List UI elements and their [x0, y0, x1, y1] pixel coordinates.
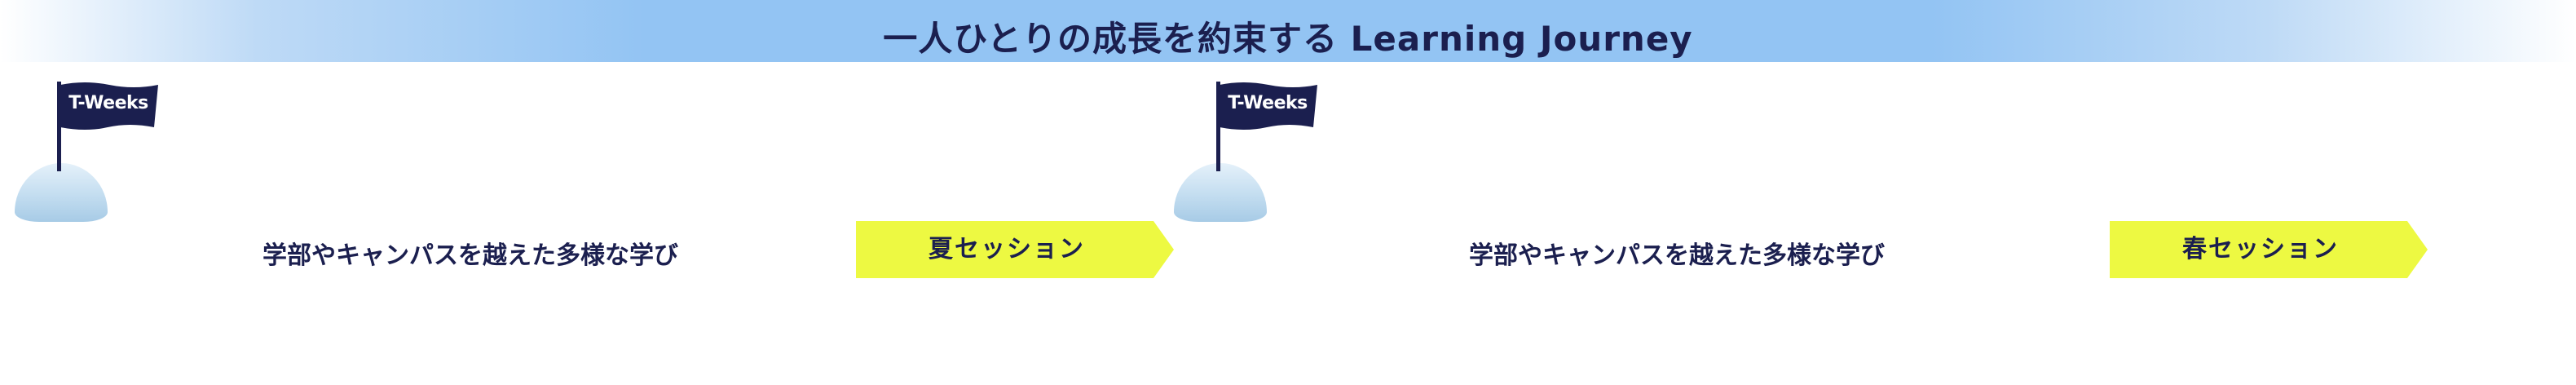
page-title: 一人ひとりの成長を約束する Learning Journey — [883, 19, 1693, 59]
mound-icon — [15, 163, 108, 222]
session-banner-summer: 夏セッション — [856, 221, 1174, 278]
milestone-2: T-Weeks — [1174, 82, 1317, 228]
session-banner-spring: 春セッション — [2110, 221, 2428, 278]
milestone-1: T-Weeks — [15, 82, 158, 228]
flag-label: T-Weeks — [1228, 93, 1308, 113]
session-label-spring: 春セッション — [2182, 235, 2339, 263]
mound-icon — [1174, 163, 1267, 222]
session-arrow-shape — [856, 221, 1174, 278]
session-label-summer: 夏セッション — [929, 235, 1085, 263]
flag-icon — [1220, 82, 1317, 130]
header-band — [0, 0, 2576, 62]
milestone-2-description: 学部やキャンパスを越えた多様な学び — [1469, 241, 1885, 270]
session-arrow-shape — [2110, 221, 2428, 278]
flag-pole — [1216, 82, 1220, 171]
flag-icon — [60, 82, 158, 130]
flag-label: T-Weeks — [68, 93, 148, 113]
milestone-1-description: 学部やキャンパスを越えた多様な学び — [262, 241, 678, 270]
flag-pole — [57, 82, 61, 171]
